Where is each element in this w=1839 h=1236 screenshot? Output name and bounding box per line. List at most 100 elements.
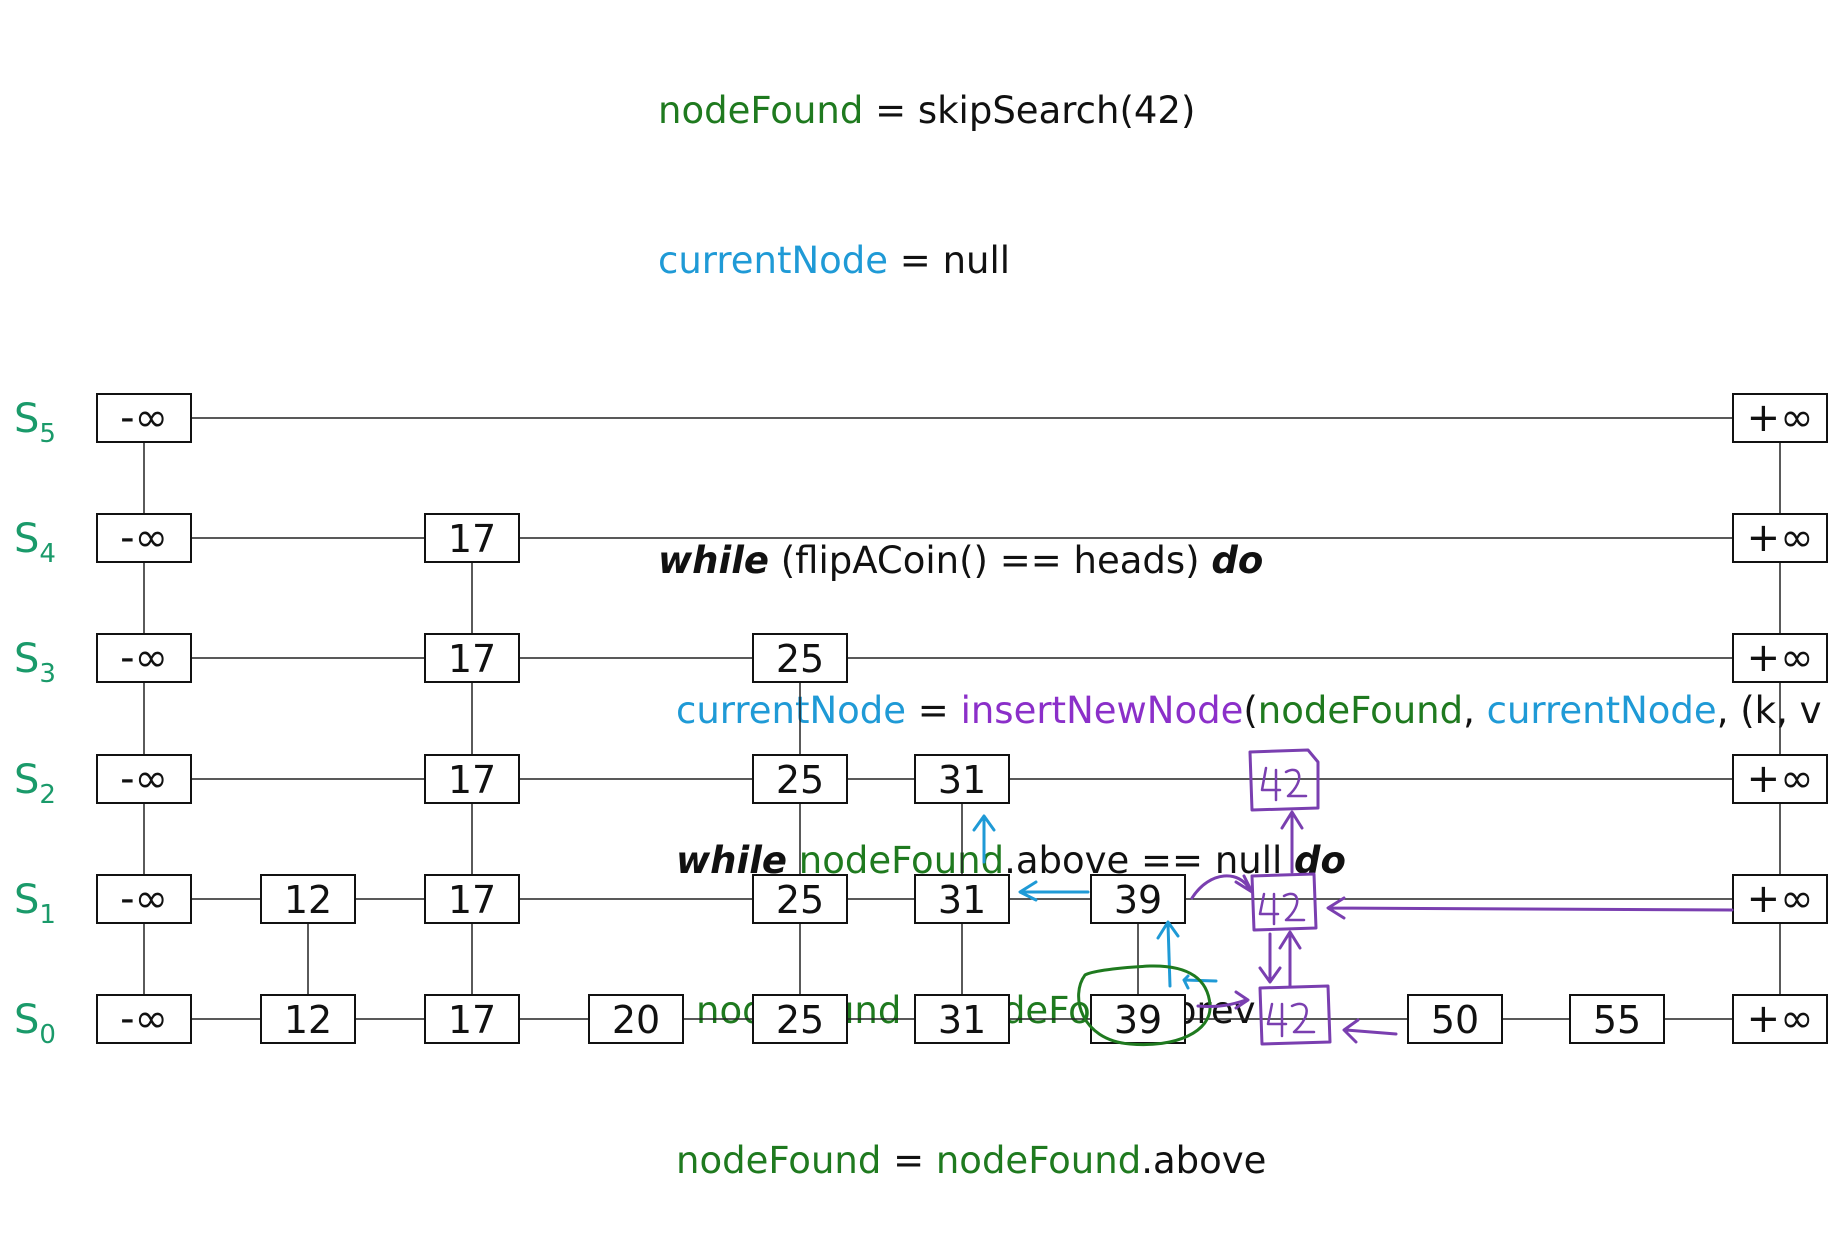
node-box (96, 874, 192, 924)
node-box (588, 994, 684, 1044)
node-box (914, 754, 1010, 804)
node-key: +∞ (1747, 756, 1814, 802)
skip-node: +∞ (1732, 513, 1828, 563)
node-box (96, 393, 192, 443)
code-line-1: nodeFound = skipSearch(42) (658, 86, 1822, 136)
handwritten-annotations (972, 748, 1734, 1047)
node-key: -∞ (120, 996, 168, 1042)
level-label-name: S (14, 636, 39, 682)
skip-node: -∞ (96, 754, 192, 804)
node-box (424, 633, 520, 683)
level-label-subscript: 4 (39, 539, 56, 569)
skip-list-diagram: -∞ +∞ -∞ 17 +∞ -∞ 17 25 +∞ -∞ 17 25 31 +∞ -∞ 12 17 25 31 39… (14, 393, 1828, 1050)
skip-node: 20 (588, 994, 684, 1044)
code-var: nodeFound (935, 1139, 1142, 1182)
code-text: ( (1243, 689, 1258, 732)
skip-list-links (143, 417, 1781, 1020)
skip-node: 31 (914, 754, 1010, 804)
code-keyword: while (658, 539, 769, 582)
skip-node: 12 (260, 994, 356, 1044)
node-box (752, 754, 848, 804)
skip-node: 39 (1090, 994, 1186, 1044)
code-line-5: while nodeFound.above == null do (658, 836, 1822, 886)
code-line-2: currentNode = null (658, 236, 1822, 286)
node-box (752, 874, 848, 924)
skip-node: 17 (424, 874, 520, 924)
node-key: 31 (938, 998, 986, 1042)
node-box (1732, 513, 1828, 563)
node-box (96, 754, 192, 804)
skip-node: 17 (424, 994, 520, 1044)
level-label: S3 (14, 636, 56, 689)
purple-arrow-up-icon (1278, 930, 1302, 988)
node-key: +∞ (1747, 395, 1814, 441)
node-key: 31 (938, 878, 986, 922)
skip-node: 31 (914, 874, 1010, 924)
code-text: .above (1141, 1139, 1267, 1182)
node-key: 25 (776, 637, 824, 681)
code-keyword: do (1211, 539, 1264, 582)
node-box (96, 994, 192, 1044)
skip-node: 39 (1090, 874, 1186, 924)
code-line-4: currentNode = insertNewNode(nodeFound, c… (658, 686, 1822, 736)
skip-node: 25 (752, 994, 848, 1044)
level-label-name: S (14, 997, 39, 1043)
blue-arrow-left-icon (1018, 880, 1090, 902)
level-label-subscript: 0 (39, 1020, 56, 1050)
node-key: 17 (448, 878, 496, 922)
skip-node: -∞ (96, 874, 192, 924)
skip-node: 17 (424, 513, 520, 563)
level-label-name: S (14, 396, 39, 442)
node-key: -∞ (120, 876, 168, 922)
node-key: +∞ (1747, 635, 1814, 681)
level-label: S4 (14, 516, 56, 569)
node-key: +∞ (1747, 996, 1814, 1042)
purple-curved-arrow-icon (1196, 990, 1250, 1010)
level-label-subscript: 1 (39, 900, 56, 930)
skip-node: 25 (752, 874, 848, 924)
node-box (424, 513, 520, 563)
purple-node-box (1248, 748, 1320, 812)
skip-node: 31 (914, 994, 1010, 1044)
skip-node: -∞ (96, 633, 192, 683)
node-box (1407, 994, 1503, 1044)
node-box (96, 513, 192, 563)
node-box (260, 874, 356, 924)
node-key: 17 (448, 517, 496, 561)
purple-arrow-left-icon (1342, 1018, 1398, 1044)
node-key: 25 (776, 758, 824, 802)
node-key: 39 (1114, 998, 1162, 1042)
node-box (424, 994, 520, 1044)
node-key: 17 (448, 998, 496, 1042)
code-var: currentNode (676, 689, 907, 732)
node-box (752, 633, 848, 683)
purple-node-box (1250, 872, 1318, 932)
skip-node: -∞ (96, 393, 192, 443)
level-label-subscript: 5 (39, 419, 56, 449)
code-text: (flipACoin() == heads) (768, 539, 1212, 582)
node-box (1732, 754, 1828, 804)
purple-arrow-left-icon (1326, 896, 1734, 920)
skip-node: 55 (1569, 994, 1665, 1044)
purple-arrow-down-icon (1258, 932, 1282, 984)
node-box (1090, 874, 1186, 924)
green-circle-highlight (1077, 964, 1212, 1047)
skip-node: +∞ (1732, 754, 1828, 804)
skip-node: 25 (752, 754, 848, 804)
node-box (1732, 633, 1828, 683)
level-label-name: S (14, 877, 39, 923)
code-var: nodeFound (676, 1139, 882, 1182)
level-label: S1 (14, 877, 56, 930)
level-label: S5 (14, 396, 56, 449)
node-box (1732, 393, 1828, 443)
node-key: +∞ (1747, 515, 1814, 561)
node-box (424, 874, 520, 924)
level-label: S0 (14, 997, 56, 1050)
node-key: +∞ (1747, 876, 1814, 922)
level-label-name: S (14, 516, 39, 562)
node-key: -∞ (120, 395, 168, 441)
skip-list-nodes: -∞ +∞ -∞ 17 +∞ -∞ 17 25 +∞ -∞ 17 25 31 +∞ -∞ 12 17 25 31 39… (96, 393, 1828, 1044)
skip-node: +∞ (1732, 393, 1828, 443)
skip-node: 17 (424, 754, 520, 804)
